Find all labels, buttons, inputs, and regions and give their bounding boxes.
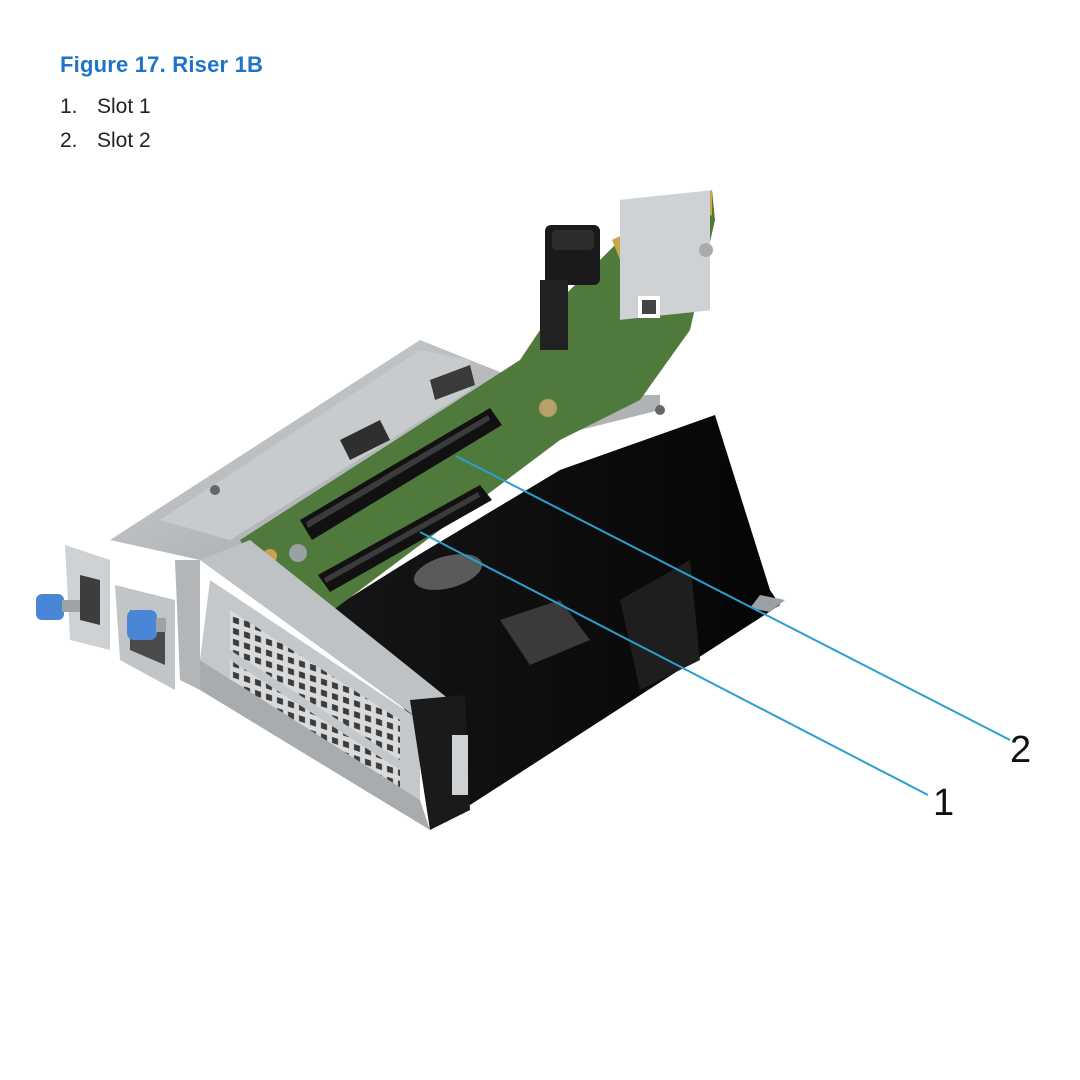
thumbscrew-left bbox=[36, 594, 80, 620]
figure-title: Figure 17. Riser 1B bbox=[60, 52, 264, 77]
pcie-slot-1 bbox=[318, 485, 492, 592]
riser-pcb bbox=[240, 190, 715, 620]
legend-number: 1. bbox=[60, 95, 78, 118]
legend-number: 2. bbox=[60, 129, 78, 152]
callout-number-2: 2 bbox=[1010, 729, 1031, 771]
callout-number-1: 1 bbox=[933, 782, 954, 824]
figure-legend: 1. Slot 1 2. Slot 2 bbox=[60, 93, 151, 161]
callout-line-2 bbox=[455, 455, 1011, 741]
pcie-slot-2 bbox=[300, 408, 502, 540]
callout-line-1 bbox=[419, 531, 929, 796]
legend-item-slot-1: 1. Slot 1 bbox=[60, 93, 151, 127]
thumbscrew-right bbox=[127, 610, 166, 640]
legend-label: Slot 2 bbox=[97, 129, 151, 152]
side-latch bbox=[65, 545, 175, 690]
expansion-card-bracket bbox=[175, 540, 470, 830]
legend-label: Slot 1 bbox=[97, 95, 151, 118]
legend-item-slot-2: 2. Slot 2 bbox=[60, 127, 151, 161]
